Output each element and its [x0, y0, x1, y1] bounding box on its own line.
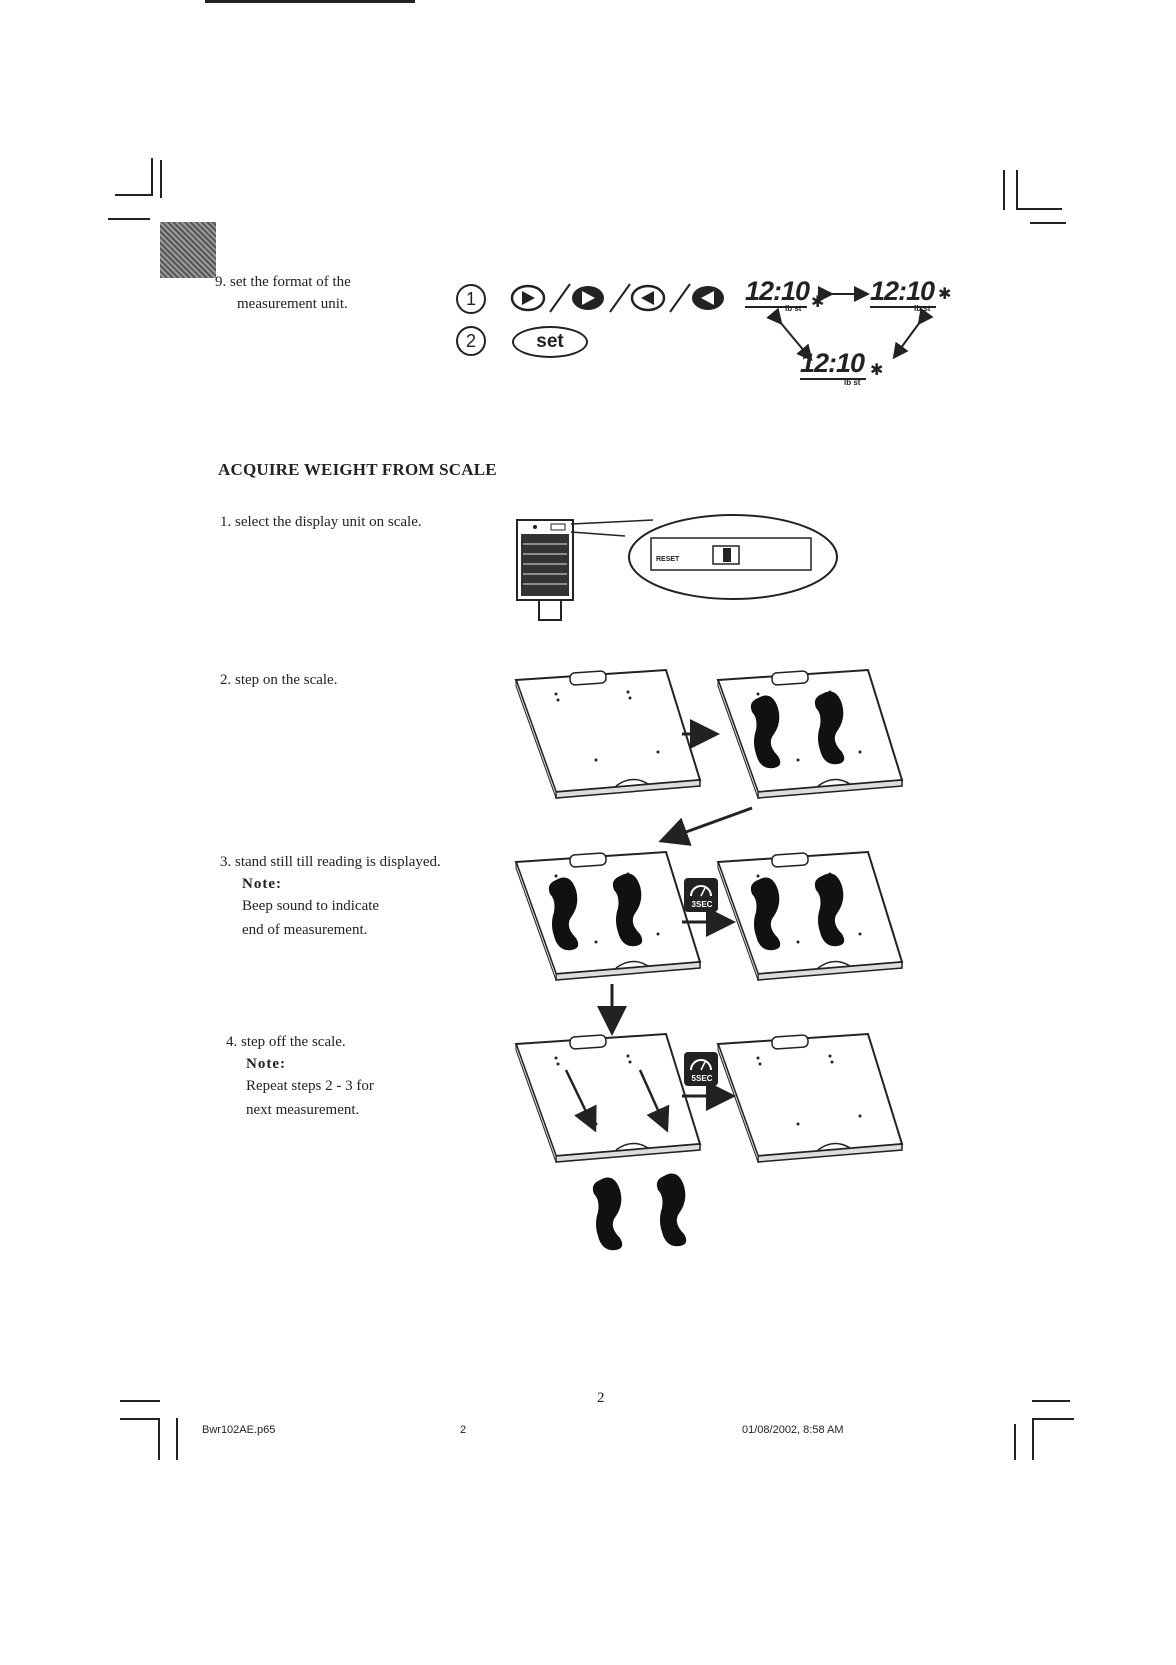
crop-mark: [115, 194, 153, 196]
timer-5sec-label: 5SEC: [691, 1074, 713, 1083]
registration-square: [160, 222, 216, 278]
crop-mark: [176, 1418, 178, 1460]
step3-note-line2: end of measurement.: [242, 922, 368, 938]
step4-note-line2: next measurement.: [246, 1102, 360, 1118]
step9-number: 9.: [215, 274, 227, 290]
crop-mark: [158, 1418, 160, 1460]
footer-datetime: 01/08/2002, 8:58 AM: [742, 1424, 844, 1436]
page-number-center: 2: [597, 1390, 605, 1406]
step3-note-line1: Beep sound to indicate: [242, 898, 380, 914]
left-arrow-filled-icon: [692, 286, 724, 310]
crop-mark: [120, 1400, 160, 1402]
asterisk-icon: ✱: [938, 286, 952, 303]
step3-note-label: Note:: [242, 876, 282, 892]
lcd-display-3: 12:10 lb st ✱: [800, 348, 884, 387]
lcd-cycle-arrows: [766, 286, 934, 362]
step9-line1: set the format of the: [230, 274, 351, 290]
unit-switch-illustration: [516, 514, 838, 621]
step4-note-line1: Repeat steps 2 - 3 for: [246, 1078, 374, 1094]
crop-mark: [1032, 1418, 1034, 1460]
crop-mark: [1032, 1400, 1070, 1402]
circle-number-2: 2: [456, 326, 486, 356]
crop-mark: [151, 158, 153, 196]
step9-text-line2: measurement unit.: [237, 296, 348, 312]
timer-3sec-label: 3SEC: [691, 900, 713, 909]
reset-label: RESET: [656, 556, 680, 563]
lcd-display-1: 12:10 lb st ✱: [745, 276, 825, 313]
crop-mark: [160, 160, 162, 198]
step9-text: 9. set the format of the: [215, 272, 351, 293]
right-arrow-filled-icon: [572, 286, 604, 310]
crop-mark: [1003, 170, 1005, 210]
crop-mark: [1014, 1424, 1016, 1460]
crop-mark: [1032, 1418, 1074, 1420]
step1-text: 1. select the display unit on scale.: [220, 514, 422, 530]
crop-mark: [120, 1418, 158, 1420]
left-arrow-outline-icon: [630, 284, 666, 312]
crop-mark: [1016, 170, 1018, 210]
step4-text: 4. step off the scale.: [226, 1034, 346, 1050]
crop-mark: [108, 218, 150, 220]
asterisk-icon: ✱: [870, 362, 884, 379]
step2-text: 2. step on the scale.: [220, 672, 338, 688]
right-arrow-outline-icon: [510, 284, 546, 312]
footer-page: 2: [460, 1424, 467, 1436]
step3-text: 3. stand still till reading is displayed…: [220, 854, 441, 870]
arrow-buttons: [510, 283, 724, 313]
section-heading: ACQUIRE WEIGHT FROM SCALE: [218, 460, 497, 479]
crop-mark: [205, 0, 415, 3]
set-button: set: [512, 326, 588, 358]
crop-mark: [1030, 222, 1066, 224]
step4-note-label: Note:: [246, 1056, 286, 1072]
crop-mark: [1016, 208, 1062, 210]
footer-filename: Bwr102AE.p65: [202, 1424, 276, 1436]
circle-number-1: 1: [456, 284, 486, 314]
